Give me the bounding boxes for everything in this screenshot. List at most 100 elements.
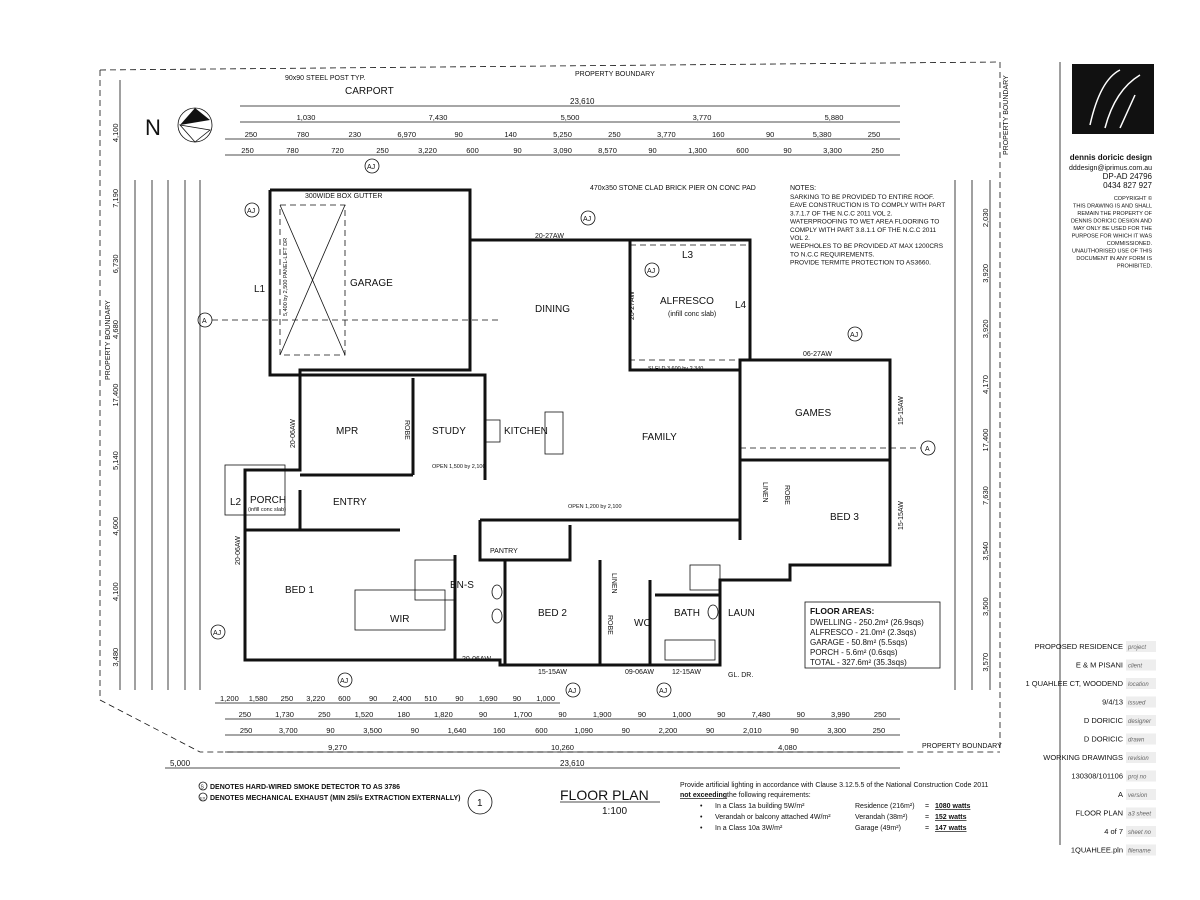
dimension-text: 90 bbox=[638, 710, 646, 719]
svg-text:Provide artificial lighting in: Provide artificial lighting in accordanc… bbox=[680, 782, 989, 789]
note-line: EAVE CONSTRUCTION IS TO COMPLY WITH PART bbox=[790, 202, 945, 209]
dimension-text: 780 bbox=[286, 146, 299, 155]
lighting-requirement: In a Class 10a 3W/m² bbox=[715, 825, 783, 832]
svg-text:20-27AW: 20-27AW bbox=[629, 291, 636, 320]
lighting-area: Garage (49m²) bbox=[855, 825, 901, 832]
svg-text:AJ: AJ bbox=[213, 630, 221, 637]
lighting-watts: 147 watts bbox=[935, 825, 967, 832]
dimension-text: 510 bbox=[424, 694, 437, 703]
titleblock-key: version bbox=[1128, 793, 1148, 799]
titleblock-key: drawn bbox=[1128, 738, 1145, 744]
property-boundary-right: PROPERTY BOUNDARY bbox=[1003, 75, 1010, 155]
note-line: WEEPHOLES TO BE PROVIDED AT MAX 1200CRS bbox=[790, 243, 944, 250]
dimension-text: 90 bbox=[558, 710, 566, 719]
titleblock-key: filename bbox=[1128, 849, 1151, 855]
dimension-text: 17,400 bbox=[981, 429, 990, 452]
copyright-line: DENNIS DORICIC DESIGN AND bbox=[1071, 219, 1152, 225]
dimension-text: 3,220 bbox=[418, 146, 437, 155]
dim-left: 4,1007,1906,7304,68017,4005,1404,6004,10… bbox=[111, 123, 120, 666]
room-bed1: BED 1 bbox=[285, 585, 314, 596]
title-scale: 1:100 bbox=[602, 806, 627, 817]
label-l4: L4 bbox=[735, 300, 747, 311]
note-line: WATERPROOFING TO WET AREA FLOORING TO bbox=[790, 219, 939, 226]
room-study: STUDY bbox=[432, 426, 466, 437]
dimension-text: 3,700 bbox=[279, 726, 298, 735]
dimension-text: 2,200 bbox=[659, 726, 678, 735]
title-name: FLOOR PLAN bbox=[560, 787, 649, 803]
dimension-text: 1,640 bbox=[448, 726, 467, 735]
room-mpr: MPR bbox=[336, 426, 358, 437]
dimension-text: 140 bbox=[504, 130, 517, 139]
lighting-equals: = bbox=[925, 814, 929, 821]
titleblock-value: 1QUAHLEE.pln bbox=[1071, 846, 1123, 855]
dimension-text: 17,400 bbox=[111, 384, 120, 407]
dimension-text: 4,100 bbox=[111, 123, 120, 142]
dimension-text: 90 bbox=[648, 146, 656, 155]
svg-text:not exceeding: not exceeding bbox=[680, 792, 727, 799]
svg-text:15-15AW: 15-15AW bbox=[898, 501, 905, 530]
room-games: GAMES bbox=[795, 408, 831, 419]
lighting-equals: = bbox=[925, 825, 929, 832]
note-line: VOL 2. bbox=[790, 235, 810, 242]
dimension-text: 7,630 bbox=[981, 486, 990, 505]
lighting-watts: 152 watts bbox=[935, 814, 967, 821]
room-entry: ENTRY bbox=[333, 497, 367, 508]
robe-bed2: ROBE bbox=[606, 615, 613, 635]
dimension-text: 90 bbox=[706, 726, 714, 735]
titleblock-value: WORKING DRAWINGS bbox=[1043, 753, 1123, 762]
room-bed3: BED 3 bbox=[830, 512, 859, 523]
room-wir: WIR bbox=[390, 614, 409, 625]
box-gutter-label: 300WIDE BOX GUTTER bbox=[305, 193, 382, 200]
room-pantry: PANTRY bbox=[490, 548, 518, 555]
dimension-text: 3,500 bbox=[981, 597, 990, 616]
stone-pier-label: 470x350 STONE CLAD BRICK PIER ON CONC PA… bbox=[590, 185, 756, 192]
room-dining: DINING bbox=[535, 304, 570, 315]
legend-exhaust: DENOTES MECHANICAL EXHAUST (MIN 25l/s EX… bbox=[210, 795, 460, 802]
svg-text:AJ: AJ bbox=[340, 678, 348, 685]
copyright-line: REMAIN THE PROPERTY OF bbox=[1077, 211, 1152, 217]
dimension-text: 1,200 bbox=[220, 694, 239, 703]
svg-text:20-06AW: 20-06AW bbox=[235, 536, 242, 565]
dimension-text: 2,030 bbox=[981, 208, 990, 227]
lighting-notes: Provide artificial lighting in accordanc… bbox=[680, 782, 989, 832]
dimension-text: 5,880 bbox=[825, 113, 844, 122]
north-arrow-icon: N bbox=[145, 107, 213, 143]
note-line: PROVIDE TERMITE PROTECTION TO AS3660. bbox=[790, 260, 931, 267]
svg-text:A: A bbox=[202, 318, 207, 325]
svg-text:AJ: AJ bbox=[247, 208, 255, 215]
dimension-text: 1,580 bbox=[249, 694, 268, 703]
titleblock-value: A bbox=[1118, 790, 1123, 799]
titleblock-key: issued bbox=[1128, 701, 1146, 707]
dimension-text: 90 bbox=[622, 726, 630, 735]
bottom-dimensions: 5,000 23,610 bbox=[165, 702, 900, 769]
dimension-text: 720 bbox=[331, 146, 344, 155]
titleblock-key: client bbox=[1128, 664, 1142, 670]
svg-text:06-27AW: 06-27AW bbox=[803, 351, 832, 358]
side-dimension-lines bbox=[119, 80, 991, 690]
walls bbox=[243, 188, 892, 667]
titleblock-key-box bbox=[1126, 715, 1156, 726]
dim-bottom-left: 5,000 bbox=[170, 759, 191, 768]
alfresco-outline bbox=[629, 244, 751, 361]
dimension-text: 1,690 bbox=[479, 694, 498, 703]
dimension-text: 3,540 bbox=[981, 542, 990, 561]
dimension-text: 7,190 bbox=[111, 189, 120, 208]
dimension-text: 3,990 bbox=[831, 710, 850, 719]
dimension-text: 250 bbox=[241, 146, 254, 155]
dimension-text: 1,700 bbox=[513, 710, 532, 719]
dimension-text: 3,570 bbox=[981, 653, 990, 672]
dimension-text: 600 bbox=[736, 146, 749, 155]
svg-text:20-06AW: 20-06AW bbox=[290, 419, 297, 448]
note-line: COMPLY WITH PART 3.8.1.1 OF THE N.C.C 20… bbox=[790, 227, 937, 234]
svg-text:AJ: AJ bbox=[647, 268, 655, 275]
svg-text:1: 1 bbox=[477, 798, 483, 809]
dimension-text: 250 bbox=[874, 710, 887, 719]
firm-phone: 0434 827 927 bbox=[1103, 181, 1152, 190]
fixtures bbox=[354, 411, 721, 661]
titleblock-key-box bbox=[1126, 752, 1156, 763]
copyright-line: PURPOSE FOR WHICH IT WAS bbox=[1072, 234, 1153, 240]
floor-area-line: TOTAL - 327.6m² (35.3sqs) bbox=[810, 658, 907, 667]
